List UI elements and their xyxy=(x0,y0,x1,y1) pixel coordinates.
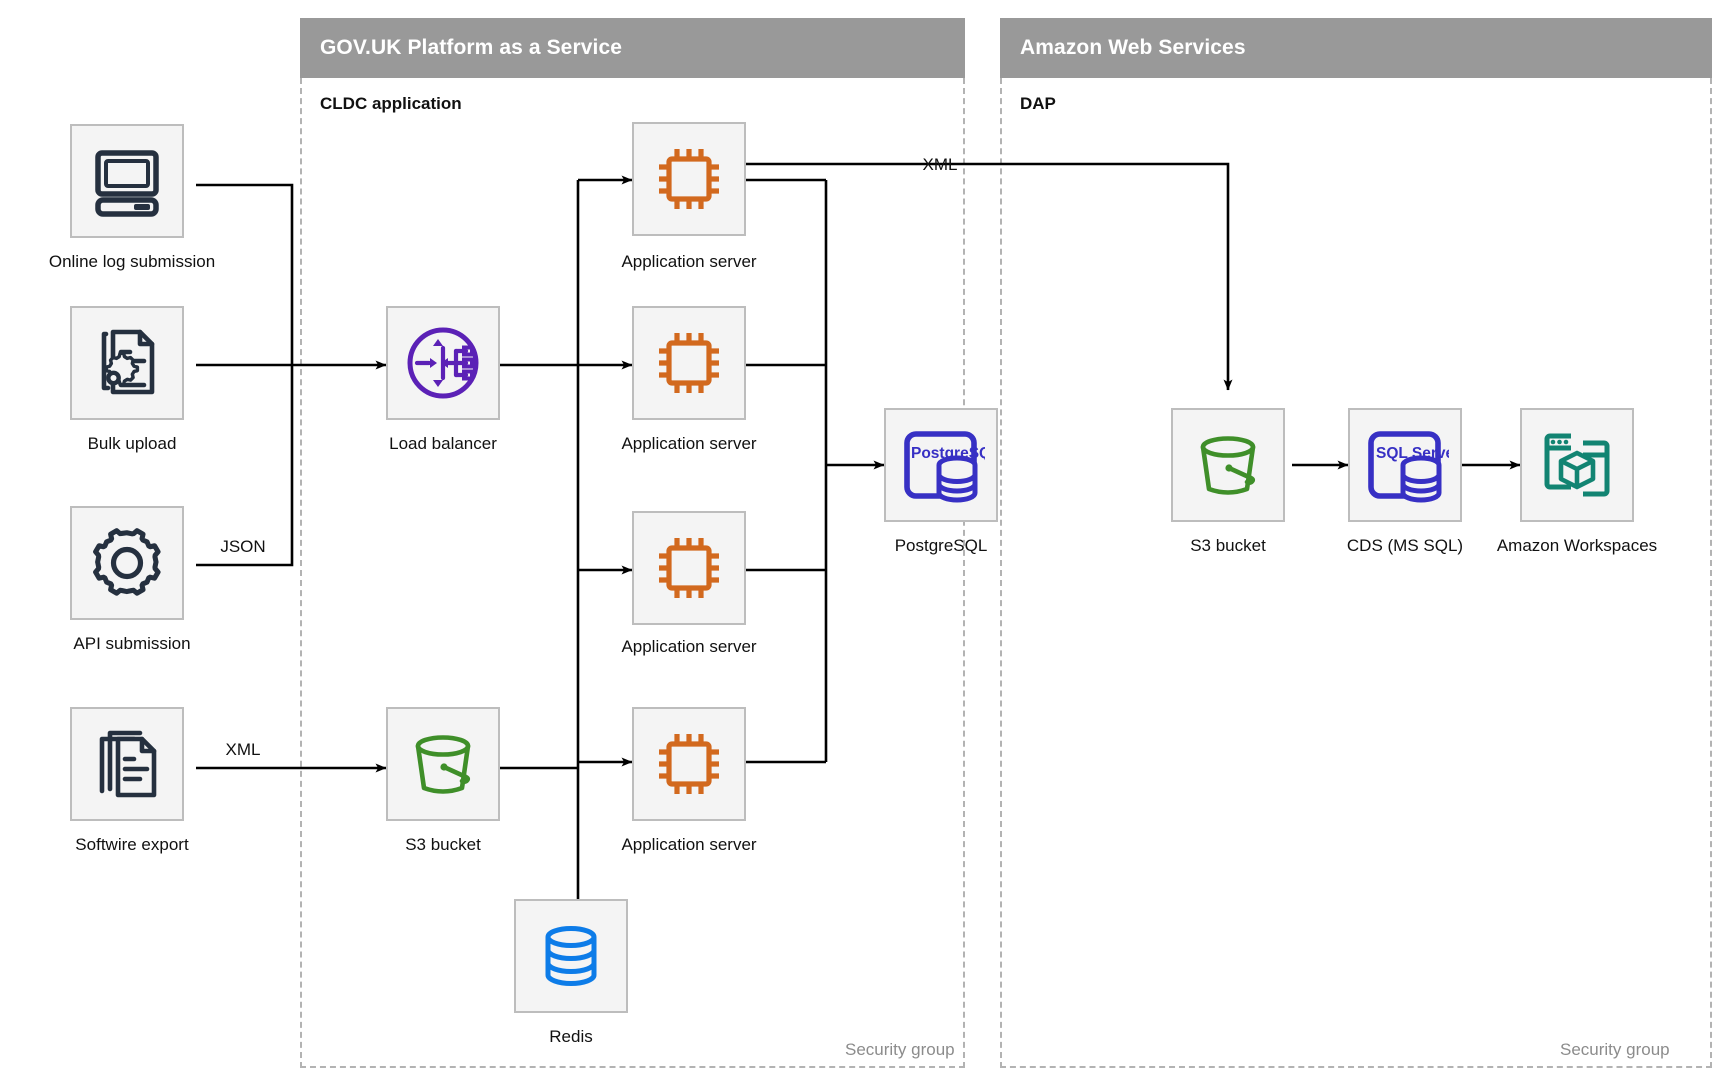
group-title-aws: Amazon Web Services xyxy=(1020,36,1246,59)
node-postgresql[interactable]: PostgreSQL xyxy=(884,408,998,522)
node-load-balancer[interactable] xyxy=(386,306,500,420)
node-app-server-4[interactable] xyxy=(632,707,746,821)
node-label-cds-ms-sql: CDS (MS SQL) xyxy=(1346,536,1464,555)
edge-label-json: JSON xyxy=(220,537,266,556)
node-bulk-upload[interactable] xyxy=(70,306,184,420)
gear-icon xyxy=(89,525,165,601)
node-label-app-server-3: Application server xyxy=(621,637,757,656)
group-header-aws: Amazon Web Services xyxy=(1000,18,1712,78)
node-api-submission[interactable] xyxy=(70,506,184,620)
node-label-amazon-workspaces: Amazon Workspaces xyxy=(1496,536,1658,555)
sql-server-icon: SQL Server xyxy=(1361,425,1449,505)
desktop-computer-icon xyxy=(90,144,164,218)
node-online-log-submission[interactable] xyxy=(70,124,184,238)
node-s3-bucket-paas[interactable] xyxy=(386,707,500,821)
security-group-govuk-paas xyxy=(300,78,965,1068)
cpu-chip-icon xyxy=(651,325,727,401)
node-label-api-submission: API submission xyxy=(73,634,191,653)
workspaces-icon xyxy=(1538,426,1616,504)
group-header-govuk-paas: GOV.UK Platform as a Service xyxy=(300,18,965,78)
security-group-label-paas: Security group xyxy=(845,1040,955,1059)
node-label-redis: Redis xyxy=(549,1027,593,1046)
node-label-online-log-submission: Online log submission xyxy=(48,252,216,271)
group-title-govuk-paas: GOV.UK Platform as a Service xyxy=(320,36,622,59)
edge-label-xml-softwire: XML xyxy=(225,740,261,759)
load-balancer-icon xyxy=(404,324,482,402)
node-label-app-server-1: Application server xyxy=(621,252,757,271)
postgresql-icon: PostgreSQL xyxy=(897,425,985,505)
document-gear-icon xyxy=(90,326,164,400)
node-label-app-server-4: Application server xyxy=(621,835,757,854)
node-label-s3-bucket-paas: S3 bucket xyxy=(405,835,481,854)
bucket-icon xyxy=(1189,426,1267,504)
node-label-load-balancer: Load balancer xyxy=(389,434,497,453)
node-amazon-workspaces[interactable] xyxy=(1520,408,1634,522)
node-softwire-export[interactable] xyxy=(70,707,184,821)
cpu-chip-icon xyxy=(651,726,727,802)
node-cds-ms-sql[interactable]: SQL Server xyxy=(1348,408,1462,522)
node-label-postgresql: PostgreSQL xyxy=(894,536,988,555)
node-label-bulk-upload: Bulk upload xyxy=(87,434,177,453)
node-label-app-server-2: Application server xyxy=(621,434,757,453)
cpu-chip-icon xyxy=(651,141,727,217)
cpu-chip-icon xyxy=(651,530,727,606)
security-group-label-aws: Security group xyxy=(1560,1040,1670,1059)
edge-label-xml-dap: XML xyxy=(922,155,958,174)
node-label-softwire-export: Softwire export xyxy=(75,835,189,854)
node-app-server-1[interactable] xyxy=(632,122,746,236)
node-redis[interactable] xyxy=(514,899,628,1013)
bucket-icon xyxy=(404,725,482,803)
node-label-s3-bucket-aws: S3 bucket xyxy=(1190,536,1266,555)
database-cylinder-icon xyxy=(536,921,606,991)
node-app-server-3[interactable] xyxy=(632,511,746,625)
node-s3-bucket-aws[interactable] xyxy=(1171,408,1285,522)
sublabel-dap: DAP xyxy=(1020,94,1056,113)
sublabel-cldc-application: CLDC application xyxy=(320,94,462,113)
node-app-server-2[interactable] xyxy=(632,306,746,420)
security-group-aws xyxy=(1000,78,1712,1068)
document-stack-icon xyxy=(90,727,164,801)
